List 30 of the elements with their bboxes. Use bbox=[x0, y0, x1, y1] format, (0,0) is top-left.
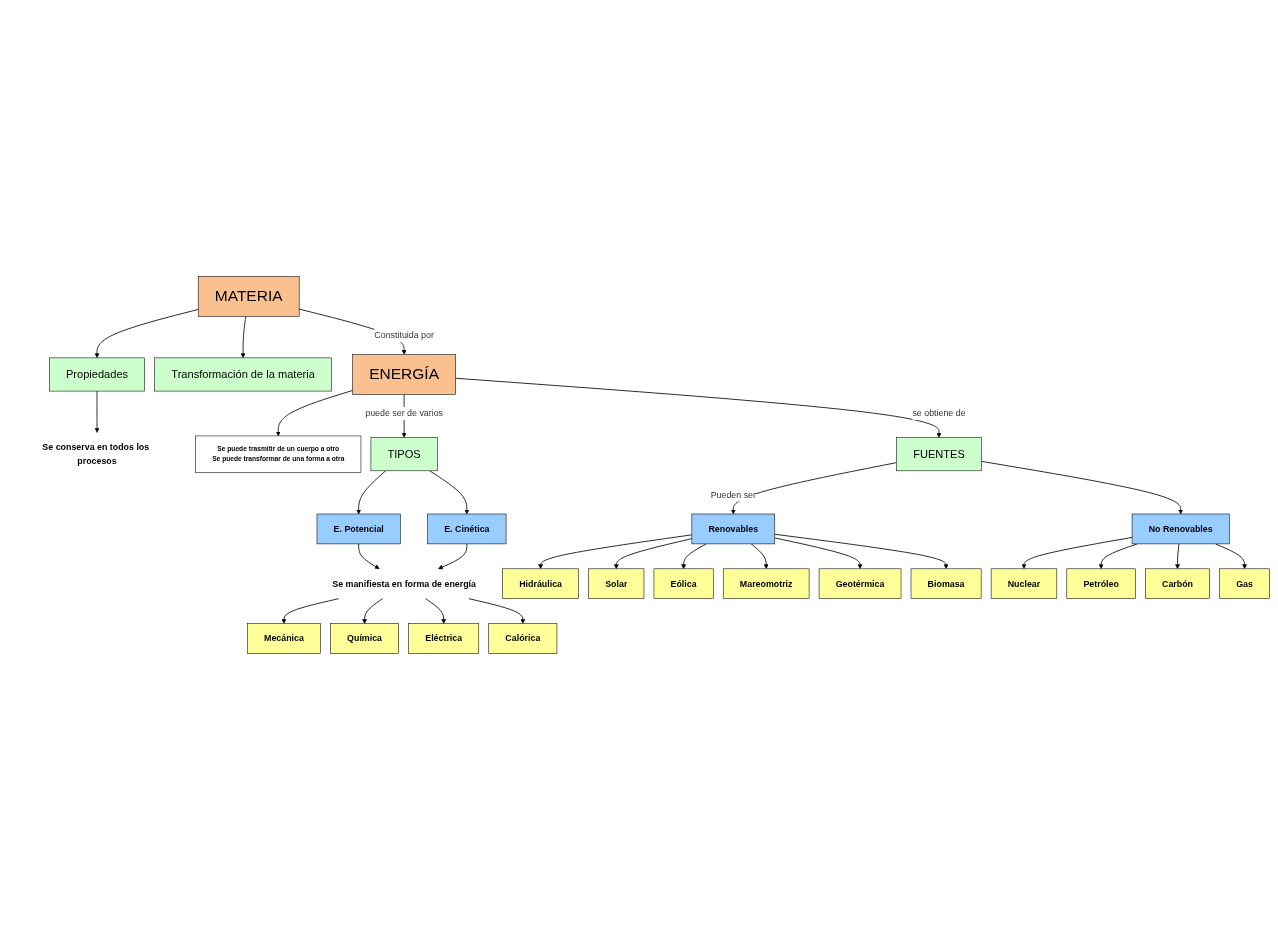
node-box: Calórica bbox=[488, 622, 558, 654]
node-box: FUENTES bbox=[896, 436, 982, 471]
node-box: Química bbox=[330, 622, 399, 654]
node-box: Solar bbox=[588, 568, 645, 599]
node-box: Propiedades bbox=[49, 357, 145, 391]
node-box: Biomasa bbox=[910, 568, 982, 599]
node-box: Gas bbox=[1219, 568, 1270, 599]
edge-label: Pueden ser bbox=[710, 489, 756, 499]
edge-label: Constituida por bbox=[374, 329, 434, 340]
node-box: No Renovables bbox=[1131, 513, 1230, 544]
node-box: Eólica bbox=[653, 568, 714, 599]
node-box: Petróleo bbox=[1066, 568, 1136, 599]
edge-label: puede ser de varios bbox=[365, 408, 444, 418]
node-box: Carbón bbox=[1145, 568, 1210, 599]
node-box: MATERIA bbox=[197, 275, 300, 317]
edge-label: se obtiene de bbox=[912, 408, 966, 418]
node-box: E. Potencial bbox=[316, 513, 401, 544]
node-box: Nuclear bbox=[990, 568, 1058, 599]
node-box: Transformación de la materia bbox=[154, 357, 332, 391]
node-text: Se conserva en todos los procesos bbox=[42, 442, 150, 465]
node-box: TIPOS bbox=[370, 436, 438, 471]
node-box: Hidráulica bbox=[502, 568, 579, 599]
node-box: Mareomotriz bbox=[722, 568, 810, 599]
node-box: Mecánica bbox=[247, 622, 321, 654]
node-text: Se manifiesta en forma de energía bbox=[332, 578, 477, 588]
node-box: ENERGÍA bbox=[352, 353, 456, 395]
node-box: Eléctrica bbox=[408, 622, 480, 654]
node-box: E. Cinética bbox=[427, 513, 507, 544]
node-box: Renovables bbox=[691, 513, 776, 544]
node-box: Geotérmica bbox=[818, 568, 902, 599]
